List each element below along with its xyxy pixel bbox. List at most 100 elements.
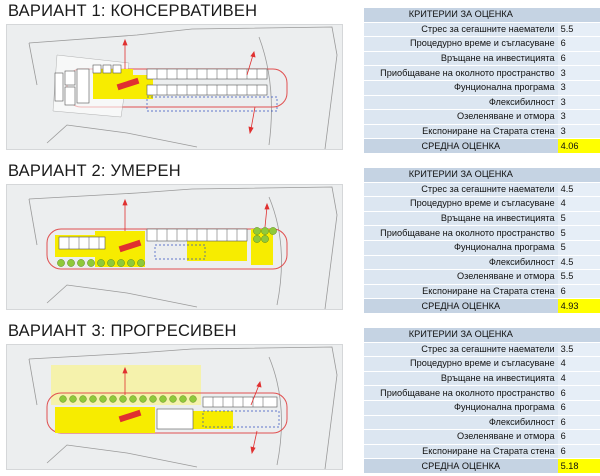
criterion-score: 4 (557, 196, 600, 212)
criterion-score: 4 (557, 371, 600, 387)
criterion-score: 5.5 (557, 269, 600, 285)
criterion-label: Приобщаване на околното пространство (364, 65, 558, 81)
criterion-score: 6 (557, 400, 600, 416)
criterion-label: Процедурно време и съгласуване (364, 36, 558, 52)
average-label: СРЕДНА ОЦЕНКА (364, 458, 558, 474)
criterion-label: Приобщаване на околното пространство (364, 225, 558, 241)
criterion-score: 6 (557, 51, 600, 67)
criterion-score: 6 (557, 284, 600, 300)
table-header: КРИТЕРИИ ЗА ОЦЕНКА (364, 8, 558, 23)
variant-2: ВАРИАНТ 2: УМЕРЕН (0, 160, 600, 316)
site-plan-drawing (28, 346, 338, 469)
criterion-label: Фунционална програма (364, 400, 558, 416)
criterion-label: Фунционална програма (364, 80, 558, 96)
average-score: 4.93 (557, 298, 600, 314)
criterion-score: 3 (557, 124, 600, 140)
criterion-score: 4 (557, 356, 600, 372)
criterion-score: 6 (557, 36, 600, 52)
table-header-row: КРИТЕРИИ ЗА ОЦЕНКА (364, 8, 600, 23)
site-plan (6, 184, 343, 310)
criterion-score: 3 (557, 65, 600, 81)
site-plan-drawing (28, 26, 338, 149)
variant-title: ВАРИАНТ 1: КОНСЕРВАТИВЕН (8, 2, 258, 20)
average-label: СРЕДНА ОЦЕНКА (364, 138, 558, 154)
site-plan-drawing (28, 186, 338, 309)
criterion-score: 3.5 (557, 342, 600, 358)
criterion-label: Експониране на Старата стена (364, 124, 558, 140)
criterion-label: Флексибилност (364, 415, 558, 431)
criterion-score: 3 (557, 80, 600, 96)
criterion-label: Озеленяване и отмора (364, 429, 558, 445)
criterion-label: Експониране на Старата стена (364, 444, 558, 460)
table-header: КРИТЕРИИ ЗА ОЦЕНКА (364, 328, 558, 343)
average-score: 4.06 (557, 138, 600, 154)
criterion-score: 3 (557, 109, 600, 125)
criterion-score: 5 (557, 211, 600, 227)
criterion-label: Флексибилност (364, 255, 558, 271)
criteria-table: КРИТЕРИИ ЗА ОЦЕНКА Стрес за сегашните на… (364, 168, 600, 314)
variant-3: ВАРИАНТ 3: ПРОГРЕСИВЕН (0, 320, 600, 476)
criterion-label: Експониране на Старата стена (364, 284, 558, 300)
criterion-label: Връщане на инвестицията (364, 211, 558, 227)
criteria-table: КРИТЕРИИ ЗА ОЦЕНКА Стрес за сегашните на… (364, 8, 600, 154)
table-header-row: КРИТЕРИИ ЗА ОЦЕНКА (364, 328, 600, 343)
criterion-score: 5 (557, 240, 600, 256)
variant-title: ВАРИАНТ 3: ПРОГРЕСИВЕН (8, 322, 237, 340)
criterion-label: Приобщаване на околното пространство (364, 385, 558, 401)
variant-title: ВАРИАНТ 2: УМЕРЕН (8, 162, 181, 180)
criterion-score: 6 (557, 385, 600, 401)
average-label: СРЕДНА ОЦЕНКА (364, 298, 558, 314)
criteria-table: КРИТЕРИИ ЗА ОЦЕНКА Стрес за сегашните на… (364, 328, 600, 474)
criterion-label: Стрес за сегашните наематели (364, 182, 558, 198)
criterion-label: Озеленяване и отмора (364, 109, 558, 125)
criterion-score: 5 (557, 225, 600, 241)
table-header-row: КРИТЕРИИ ЗА ОЦЕНКА (364, 168, 600, 183)
site-plan (6, 344, 343, 470)
criterion-score: 6 (557, 444, 600, 460)
criterion-label: Връщане на инвестицията (364, 371, 558, 387)
variant-1: ВАРИАНТ 1: КОНСЕРВАТИВЕН (0, 0, 600, 156)
criterion-label: Фунционална програма (364, 240, 558, 256)
criterion-score: 4.5 (557, 255, 600, 271)
criterion-label: Връщане на инвестицията (364, 51, 558, 67)
criterion-label: Стрес за сегашните наематели (364, 22, 558, 38)
criterion-score: 3 (557, 95, 600, 111)
criterion-score: 4.5 (557, 182, 600, 198)
criterion-score: 6 (557, 429, 600, 445)
criterion-score: 6 (557, 415, 600, 431)
criterion-label: Стрес за сегашните наематели (364, 342, 558, 358)
table-header: КРИТЕРИИ ЗА ОЦЕНКА (364, 168, 558, 183)
criterion-score: 5.5 (557, 22, 600, 38)
criterion-label: Озеленяване и отмора (364, 269, 558, 285)
criterion-label: Флексибилност (364, 95, 558, 111)
average-score: 5.18 (557, 458, 600, 474)
criterion-label: Процедурно време и съгласуване (364, 356, 558, 372)
